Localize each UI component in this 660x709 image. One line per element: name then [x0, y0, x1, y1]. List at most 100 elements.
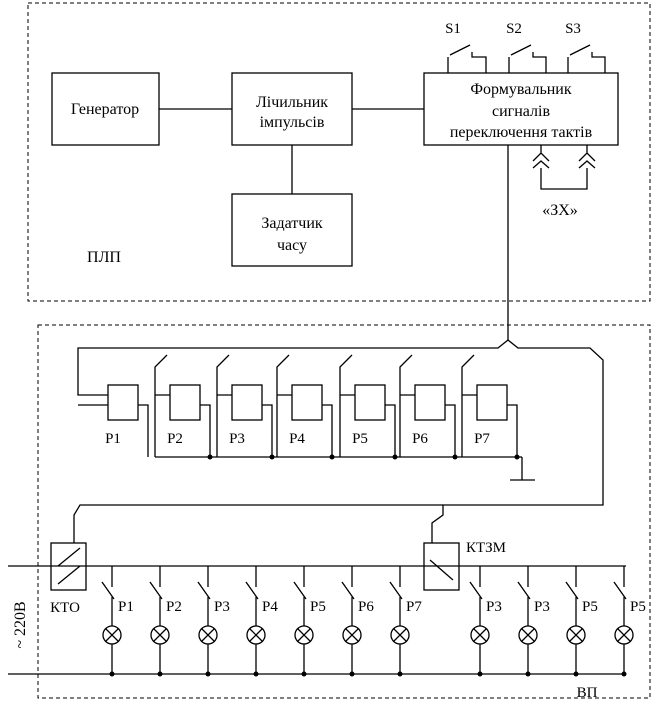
- kto-contactor: КТО: [50, 504, 443, 616]
- lamp-cross: [249, 628, 263, 642]
- lamp-cross: [569, 628, 583, 642]
- lamp-cross: [473, 628, 487, 642]
- relay-contact-wire: [339, 354, 355, 457]
- junction-dot: [477, 671, 483, 677]
- lamp-contact: [293, 566, 307, 674]
- relay-return-wire: [138, 404, 149, 457]
- lamp-cross: [617, 628, 631, 642]
- switch-s2: S2: [506, 21, 547, 73]
- lamp-contact-label: P5: [310, 599, 326, 615]
- zx-label: «ЗХ»: [542, 202, 578, 219]
- relay-4: P4: [276, 354, 335, 460]
- lamp-cross: [521, 628, 535, 642]
- lamp-branch-6: P6: [341, 566, 374, 677]
- lamp-contact-label: P2: [166, 599, 182, 615]
- lamp-contact-label: P5: [582, 599, 598, 615]
- signal-former-label-line1: Формувальник: [470, 81, 572, 98]
- lamp-cross: [393, 628, 407, 642]
- relay-2: P2: [154, 354, 213, 460]
- ground-symbol: [510, 457, 535, 481]
- lamp-contact: [149, 566, 163, 674]
- lamp-branch-5: P5: [293, 566, 326, 677]
- relay-label: P1: [105, 431, 121, 447]
- pulse-counter-block: [231, 72, 353, 146]
- ktzm-contactor: КТЗМ: [423, 540, 506, 591]
- relay-coil: [231, 384, 263, 421]
- relay-coil: [354, 384, 386, 421]
- switch-s3-label: S3: [565, 21, 581, 37]
- lamp-contact-label: P1: [118, 599, 134, 615]
- lamp-branch-4: P4: [245, 566, 278, 677]
- lamp-cross: [345, 628, 359, 642]
- lamp-contact-label: P3: [534, 599, 550, 615]
- junction-dot: [573, 671, 579, 677]
- signal-former-label-line3: переключення тактів: [450, 124, 593, 141]
- wire-relay-bus-left: [77, 339, 509, 396]
- lamp-contact-label: P4: [262, 599, 278, 615]
- relay-contact-wire: [399, 354, 415, 457]
- plp-label: ПЛП: [87, 249, 121, 266]
- junction-dot: [525, 671, 531, 677]
- junction-dot: [349, 671, 355, 677]
- relay-label: P7: [474, 431, 490, 447]
- switch-s3: S3: [565, 21, 606, 73]
- lamp-branch-8: P3: [469, 566, 502, 677]
- relay-6: P6: [399, 354, 458, 460]
- junction-dot: [301, 671, 307, 677]
- lamp-contact-label: P7: [406, 599, 422, 615]
- relay-coil: [414, 384, 446, 421]
- lamp-contact-label: P3: [486, 599, 502, 615]
- junction-dot: [109, 671, 115, 677]
- lamp-branch-11: P5: [613, 566, 646, 677]
- relay-contact-wire: [154, 354, 170, 457]
- junction-dot: [253, 671, 259, 677]
- relay-contact-wire: [276, 354, 292, 457]
- lamp-contact: [517, 566, 531, 674]
- lamp-cross: [201, 628, 215, 642]
- lamp-cross: [153, 628, 167, 642]
- vp-label: ВП: [577, 685, 598, 701]
- relay-coil: [107, 384, 139, 421]
- generator-label: Генератор: [71, 101, 139, 118]
- zx-connector: «ЗХ»: [532, 145, 596, 219]
- relay-return-wire: [200, 404, 211, 457]
- lamp-branch-10: P5: [565, 566, 598, 677]
- relay-contact-wire: [216, 354, 232, 457]
- junction-dot: [205, 671, 211, 677]
- relay-coil: [291, 384, 323, 421]
- relay-return-wire: [385, 404, 396, 457]
- relay-return-wire: [322, 404, 333, 457]
- lamp-contact-label: P6: [358, 599, 374, 615]
- relay-label: P4: [289, 431, 305, 447]
- lamp-section: P1 P2 P3 P4 P5 P6 P7 P3 P3 P5 P5: [101, 566, 646, 677]
- lamp-branch-2: P2: [149, 566, 182, 677]
- relay-return-wire: [507, 404, 518, 457]
- lamp-branch-7: P7: [389, 566, 422, 677]
- vp-dashed-frame: [37, 324, 651, 699]
- junction-dot: [157, 671, 163, 677]
- signal-former-label-line2: сигналів: [492, 103, 550, 120]
- kto-label: КТО: [50, 600, 80, 616]
- wire-relay-bus-right: [431, 339, 604, 543]
- lamp-contact: [389, 566, 403, 674]
- junction-dot: [397, 671, 403, 677]
- lamp-cross: [105, 628, 119, 642]
- signal-former-block: [423, 72, 619, 146]
- relay-5: P5: [339, 354, 398, 460]
- lamp-branch-9: P3: [517, 566, 550, 677]
- time-setter-label-line1: Задатчик: [261, 215, 323, 232]
- junction-dot: [621, 671, 627, 677]
- lamp-contact: [197, 566, 211, 674]
- lamp-contact-label: P3: [214, 599, 230, 615]
- relay-label: P6: [412, 431, 428, 447]
- relay-3: P3: [216, 354, 275, 460]
- relay-coil: [476, 384, 508, 421]
- switch-s2-label: S2: [506, 21, 522, 37]
- relay-label: P5: [352, 431, 368, 447]
- lamp-contact: [469, 566, 483, 674]
- lamp-contact: [245, 566, 259, 674]
- relay-coil: [169, 384, 201, 421]
- lamp-contact-label: P5: [630, 599, 646, 615]
